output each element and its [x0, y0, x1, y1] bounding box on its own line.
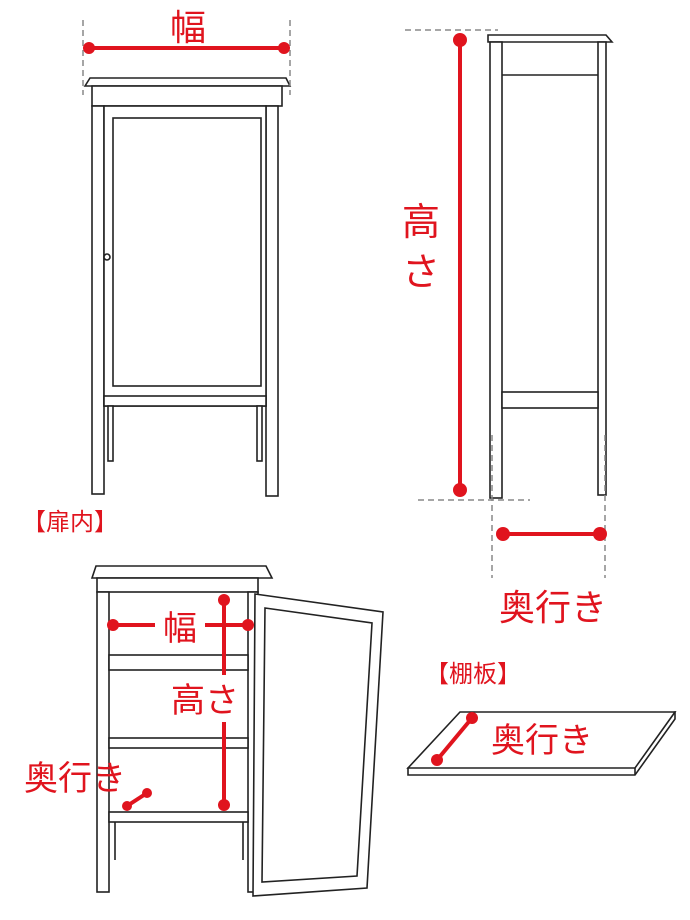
interior-width-label: 幅 — [163, 609, 197, 649]
front-width-label: 幅 — [170, 8, 206, 49]
open-door — [252, 593, 384, 897]
side-height-label-2: さ — [402, 250, 440, 294]
door-knob-icon — [103, 253, 111, 261]
side-height-dimension: 高 さ — [402, 29, 530, 501]
interior-depth-dimension: 奥行き — [24, 759, 152, 811]
interior-cabinet — [90, 565, 384, 897]
side-depth-dimension: 奥行き — [491, 435, 607, 629]
front-view-cabinet — [83, 77, 292, 497]
interior-height-dimension: 高さ — [171, 594, 239, 811]
side-height-label-1: 高 — [402, 200, 440, 244]
shelf-title: 【棚板】 — [425, 660, 521, 688]
interior-title: 【扉内】 — [22, 508, 118, 536]
interior-height-label: 高さ — [171, 681, 239, 721]
shelf-board — [406, 711, 677, 776]
shelf-depth-dimension: 奥行き — [431, 712, 593, 766]
side-view-cabinet — [487, 34, 614, 499]
interior-width-dimension: 幅 — [107, 609, 254, 649]
interior-depth-label: 奥行き — [24, 759, 126, 799]
front-width-dimension: 幅 — [82, 8, 291, 95]
side-depth-label: 奥行き — [499, 588, 607, 629]
shelf-depth-label: 奥行き — [491, 721, 593, 761]
